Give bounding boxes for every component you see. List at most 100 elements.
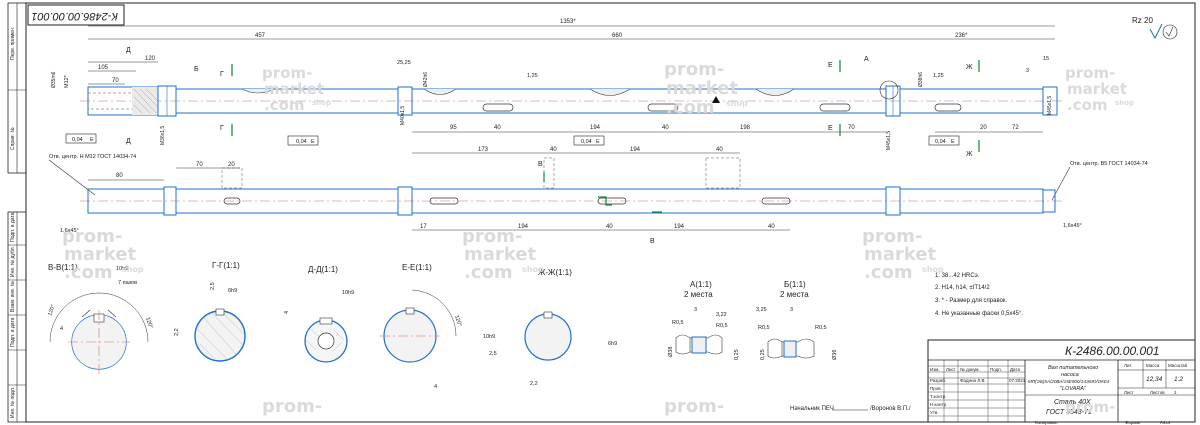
section-vv-fit: 10h9	[116, 266, 128, 272]
section-gg-offset: 2,2	[174, 328, 180, 336]
strip-label-2: Справ. №	[10, 127, 16, 150]
section-dd-depth: 4	[284, 311, 290, 314]
label-m45b: M45x1,5	[1047, 96, 1053, 115]
dim-70: 70	[112, 78, 119, 84]
wm6-l3: .com	[864, 262, 913, 283]
bottom-dimensions: 80 70 20 173 194 40 40 17 194 40 194 40 …	[60, 147, 1082, 245]
wm9-l1: prom-	[1065, 398, 1115, 416]
section-dd: Д-Д(1:1) 4 10h9	[284, 265, 354, 363]
dim-40a: 40	[494, 125, 501, 131]
material: Сталь 40Х	[1054, 399, 1091, 406]
detail-a: А(1:1) 2 места 3 R0,5 3,22 R0,5 Ø38 0,25	[668, 280, 740, 360]
watermark-9: prom-	[1065, 398, 1115, 416]
hole-right-note: Отв. центр. В5 ГОСТ 14034-74	[1070, 161, 1148, 167]
detail-b-radius-1: R0,5	[758, 325, 770, 331]
dim-b20: 20	[228, 162, 235, 168]
wm5-l2: market	[464, 244, 536, 265]
role-doc: № докум.	[960, 367, 980, 372]
strip-label-7: Инв. № подл.	[10, 387, 16, 418]
top-shaft-view	[80, 80, 1065, 117]
role-izm: Изм.	[930, 367, 940, 372]
wm5-l1: prom-	[462, 226, 522, 247]
tol-1: 0,04	[72, 137, 83, 143]
watermark-3: prom- market .com shop	[1065, 64, 1134, 114]
section-gg-depth: 2,5	[210, 282, 216, 290]
hole-left-note: Отв. центр. Н М12 ГОСТ 14034-74	[49, 154, 136, 160]
wm3-l2: market	[1067, 80, 1127, 98]
wm1-l2: market	[264, 80, 324, 98]
label-m12: M12*	[64, 74, 70, 88]
note-2: 2. Н14, h14, ±IT14/2	[935, 285, 990, 291]
detail-a-width: 3	[694, 307, 697, 313]
strip-label-1: Перв. примен.	[10, 27, 16, 60]
watermark-7: prom-	[262, 396, 322, 417]
section-g-top: Г	[220, 71, 224, 78]
dim-198: 198	[740, 125, 751, 131]
detail-b-sub: 2 места	[780, 290, 809, 299]
section-vv-count: 7 пазов	[118, 280, 137, 286]
technical-notes: 1. 38...42 HRCэ. 2. Н14, h14, ±IT14/2 3.…	[935, 273, 1023, 317]
watermark-2: prom- market .com shop	[664, 59, 748, 118]
section-dd-fit: 10h9	[342, 290, 354, 296]
section-g-bottom: Г	[220, 125, 224, 132]
detail-b-width-2: 3	[790, 307, 793, 313]
dim-3: 3	[1026, 68, 1029, 74]
section-v-top: В	[538, 161, 543, 168]
label-dia38: Ø38h6	[918, 72, 924, 87]
copy-label: Копировал	[1035, 420, 1058, 425]
dim-125a: 1,25	[527, 73, 538, 79]
wm6-s: shop	[922, 265, 944, 274]
wm6-l1: prom-	[862, 226, 922, 247]
dim-457: 457	[255, 33, 266, 39]
role-sign: Подп.	[990, 367, 1002, 372]
dim-b40a: 40	[550, 147, 557, 153]
section-gg-title: Г-Г(1:1)	[212, 261, 240, 270]
wm4-s: shop	[122, 265, 144, 274]
dim-b194c: 194	[674, 224, 685, 230]
roughness-circle-icon	[1162, 24, 1178, 40]
wm1-l3: .com	[264, 96, 305, 114]
dim-660: 660	[612, 33, 623, 39]
wm6-l2: market	[864, 244, 936, 265]
tol-1-base: Е	[90, 137, 94, 143]
dim-overall: 1353*	[560, 19, 576, 25]
scale-value: 1:2	[1174, 376, 1183, 383]
dim-105: 105	[98, 65, 109, 71]
detail-a-radius-2: R0,5	[716, 323, 728, 329]
wm7-l1: prom-	[262, 396, 322, 417]
dim-20: 20	[980, 125, 987, 131]
label-dia35: Ø35m6	[51, 71, 57, 88]
watermark-6: prom- market .com shop	[862, 226, 944, 283]
wm2-s: shop	[726, 99, 748, 108]
section-dd-title: Д-Д(1:1)	[308, 265, 338, 274]
detail-a-title: А(1:1)	[690, 280, 712, 289]
section-v-bottom: В	[650, 238, 655, 245]
strip-label-5: Взам. инв. №	[10, 281, 16, 312]
section-a: А	[864, 56, 869, 63]
watermark-1: prom- market .com shop	[262, 64, 331, 114]
section-b: Б	[194, 66, 199, 73]
label-m40: M40x1,5	[400, 106, 406, 125]
section-ee-angle: 120°	[453, 315, 463, 328]
section-ee: Е-Е(1:1) 120° 10h9 2,5 4	[380, 263, 497, 390]
role-list: Лист	[946, 367, 956, 372]
section-gg-fit: 6h9	[228, 288, 237, 294]
dim-b194b: 194	[518, 224, 529, 230]
label-m36: M36x1,5	[160, 126, 166, 145]
section-ee-depth: 2,5	[489, 351, 497, 357]
wm1-l1: prom-	[262, 64, 312, 82]
dim-b80: 80	[116, 173, 123, 179]
detail-a-sub: 2 места	[684, 290, 713, 299]
top-stamp	[27, 4, 125, 26]
person-1-name: Фадина Л.В.	[960, 378, 986, 383]
dim-194a: 194	[590, 125, 601, 131]
title-code: К-2486.00.00.001	[1065, 344, 1159, 358]
format-value: А4x4	[1160, 420, 1171, 425]
wm5-l3: .com	[464, 262, 513, 283]
section-zh-bottom: Ж	[966, 151, 973, 158]
detail-a-depth: 0,25	[734, 349, 740, 360]
detail-b: Б(1:1) 2 места 3,25 3 R0,5 R0,5 Ø36 0,25	[756, 280, 838, 360]
name-line-1: Вал питательного	[1048, 365, 1098, 371]
section-vv-depth: 4	[60, 326, 63, 332]
